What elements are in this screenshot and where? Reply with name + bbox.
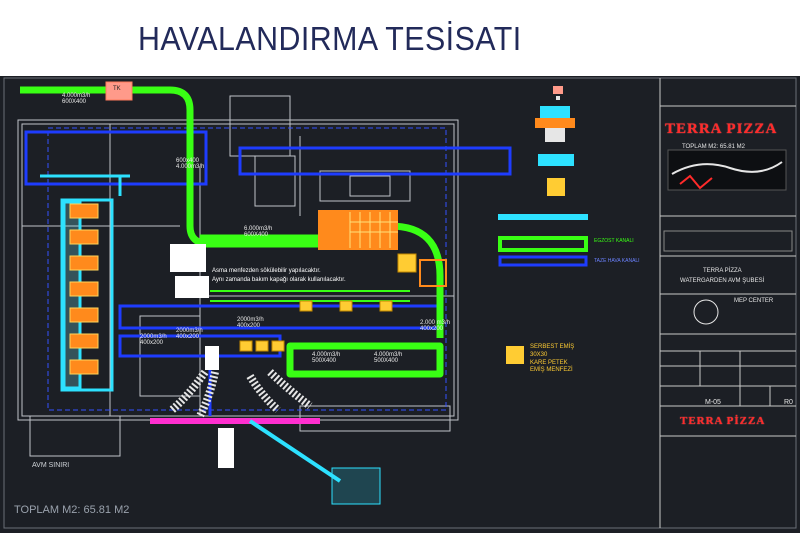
- magenta-duct: [150, 418, 320, 424]
- legend-free-suction-line-2: 30X30: [530, 351, 548, 358]
- building-walls: [17, 95, 459, 457]
- exhaust-duct-main: [20, 86, 444, 378]
- floor-plan-svg: [3, 77, 797, 529]
- ceiling-note-1: Asma menfezden sökülebilir yapılacaktır.: [212, 268, 321, 274]
- legend-free-suction-line-1: SERBEST EMİŞ: [530, 344, 575, 350]
- title-block-revision: R0: [784, 399, 793, 406]
- legend-free-suction: SERBEST EMİŞ 30X30 KARE PETEK EMİŞ MENFE…: [530, 344, 574, 375]
- flex-ducts: [169, 369, 313, 418]
- title-block-project: TERRA PİZZA: [703, 268, 742, 274]
- cyan-diagonal: [248, 419, 342, 483]
- title-block-area: TOPLAM M2: 65.81 M2: [682, 144, 745, 150]
- white-boxes: [170, 244, 234, 468]
- page-title: HAVALANDIRMA TESİSATI: [138, 20, 522, 57]
- cyan-terminal: [331, 467, 381, 505]
- title-banner: HAVALANDIRMA TESİSATI: [0, 0, 800, 76]
- diffuser-column: [69, 203, 99, 375]
- ceiling-note-2: Aynı zamanda bakım kapağı olarak kullanı…: [212, 277, 346, 283]
- hood-grid: [349, 212, 398, 248]
- legend-free-suction-line-4: EMİŞ MENFEZİ: [530, 367, 573, 374]
- title-block-project-sub: WATERGARDEN AVM ŞUBESİ: [680, 278, 765, 284]
- title-block-sheet-no: M-05: [705, 399, 721, 406]
- tk-label: TK: [113, 86, 121, 92]
- logo-text-bottom: TERRA PİZZA: [680, 415, 766, 427]
- mall-boundary-label: AVM SINIRI: [32, 462, 70, 469]
- legend-free-suction-line-3: KARE PETEK: [530, 359, 568, 366]
- legend-exhaust-duct: EGZOST KANALI: [594, 238, 634, 244]
- total-area-label: TOPLAM M2: 65.81 M2: [14, 504, 130, 516]
- hood-unit: [318, 210, 398, 250]
- right-fan: [419, 259, 447, 287]
- company-logo-circle: [693, 299, 719, 325]
- legend-graphics: [498, 86, 588, 364]
- title-block-company: MEP CENTER: [734, 298, 774, 304]
- legend-fresh-air-duct: TAZE HAVA KANALI: [594, 258, 640, 264]
- logo-text-top: TERRA PIZZA: [665, 121, 778, 137]
- tk-box: [105, 81, 133, 101]
- suction-grilles: [239, 253, 417, 352]
- title-block-table: [660, 105, 796, 437]
